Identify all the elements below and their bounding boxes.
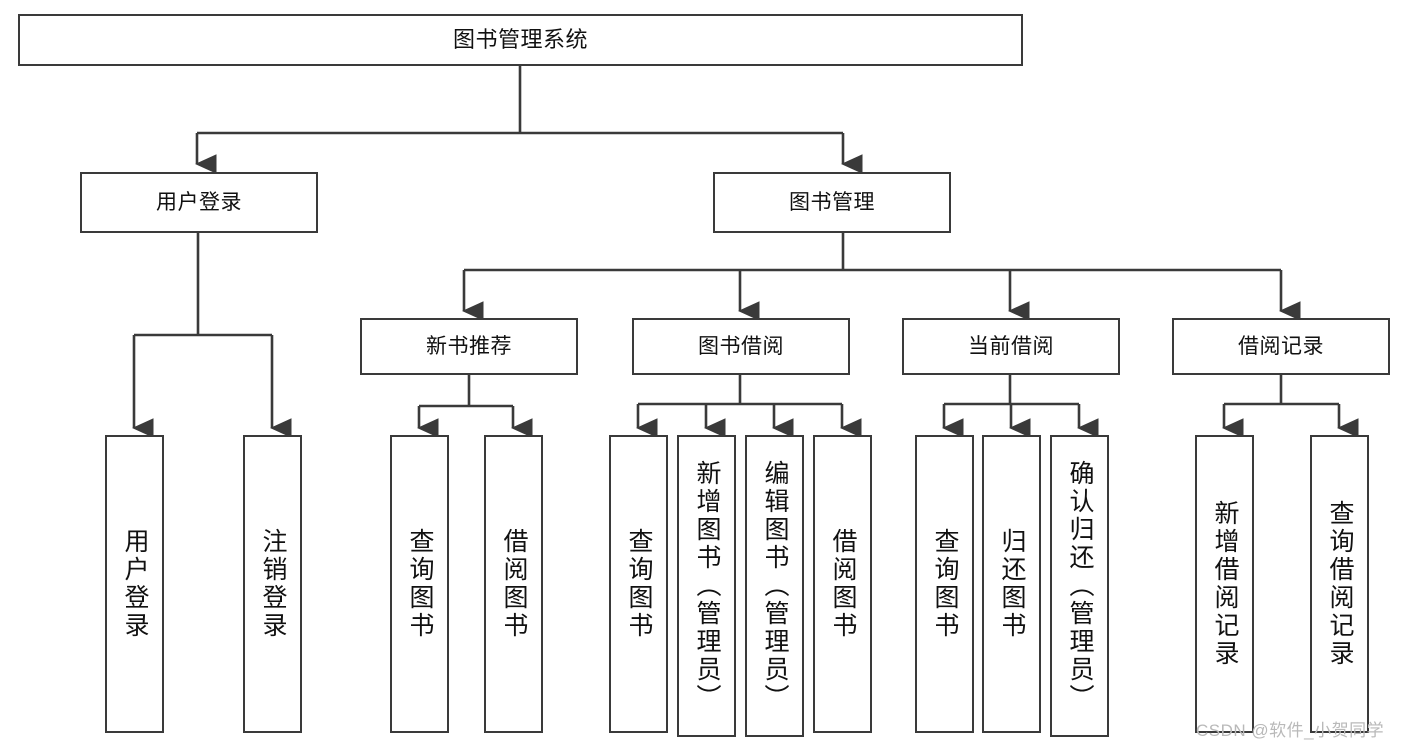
node-borrow-record[interactable]: 借阅记录 — [1172, 318, 1390, 375]
node-label: 编辑图书（管理员） — [761, 460, 789, 712]
node-label: 图书借阅 — [698, 334, 784, 358]
leaf-return-book[interactable]: 归还图书 — [982, 435, 1041, 733]
node-label: 借阅记录 — [1238, 334, 1324, 358]
leaf-add-borrow-record[interactable]: 新增借阅记录 — [1195, 435, 1254, 733]
node-new-book-recommend[interactable]: 新书推荐 — [360, 318, 578, 375]
node-label: 归还图书 — [998, 528, 1026, 640]
leaf-user-logout[interactable]: 注销登录 — [243, 435, 302, 733]
leaf-query-borrow-record[interactable]: 查询借阅记录 — [1310, 435, 1369, 733]
node-root-system[interactable]: 图书管理系统 — [18, 14, 1023, 66]
leaf-borrow-book[interactable]: 借阅图书 — [813, 435, 872, 733]
node-label: 借阅图书 — [500, 528, 528, 640]
leaf-add-book-admin[interactable]: 新增图书（管理员） — [677, 435, 736, 737]
node-book-borrow[interactable]: 图书借阅 — [632, 318, 850, 375]
node-label: 图书管理系统 — [452, 26, 588, 52]
node-label: 用户登录 — [156, 190, 242, 214]
node-label: 用户登录 — [121, 528, 149, 640]
leaf-edit-book-admin[interactable]: 编辑图书（管理员） — [745, 435, 804, 737]
leaf-borrow-book-recommend[interactable]: 借阅图书 — [484, 435, 543, 733]
node-label: 查询图书 — [406, 528, 434, 640]
node-label: 新增图书（管理员） — [693, 460, 721, 712]
leaf-confirm-return-admin[interactable]: 确认归还（管理员） — [1050, 435, 1109, 737]
node-label: 借阅图书 — [829, 528, 857, 640]
node-label: 新书推荐 — [426, 334, 512, 358]
leaf-query-book-borrow[interactable]: 查询图书 — [609, 435, 668, 733]
leaf-user-login[interactable]: 用户登录 — [105, 435, 164, 733]
node-label: 新增借阅记录 — [1211, 500, 1239, 668]
node-book-management[interactable]: 图书管理 — [713, 172, 951, 233]
node-label: 查询借阅记录 — [1326, 500, 1354, 668]
node-label: 当前借阅 — [968, 334, 1054, 358]
node-label: 注销登录 — [259, 528, 287, 640]
watermark-text: CSDN @软件_小贺同学 — [1196, 721, 1385, 740]
node-label: 确认归还（管理员） — [1066, 460, 1094, 712]
node-label: 查询图书 — [625, 528, 653, 640]
node-label: 图书管理 — [789, 190, 875, 214]
node-user-login[interactable]: 用户登录 — [80, 172, 318, 233]
node-label: 查询图书 — [931, 528, 959, 640]
leaf-query-book-current[interactable]: 查询图书 — [915, 435, 974, 733]
node-current-borrow[interactable]: 当前借阅 — [902, 318, 1120, 375]
leaf-query-book-recommend[interactable]: 查询图书 — [390, 435, 449, 733]
